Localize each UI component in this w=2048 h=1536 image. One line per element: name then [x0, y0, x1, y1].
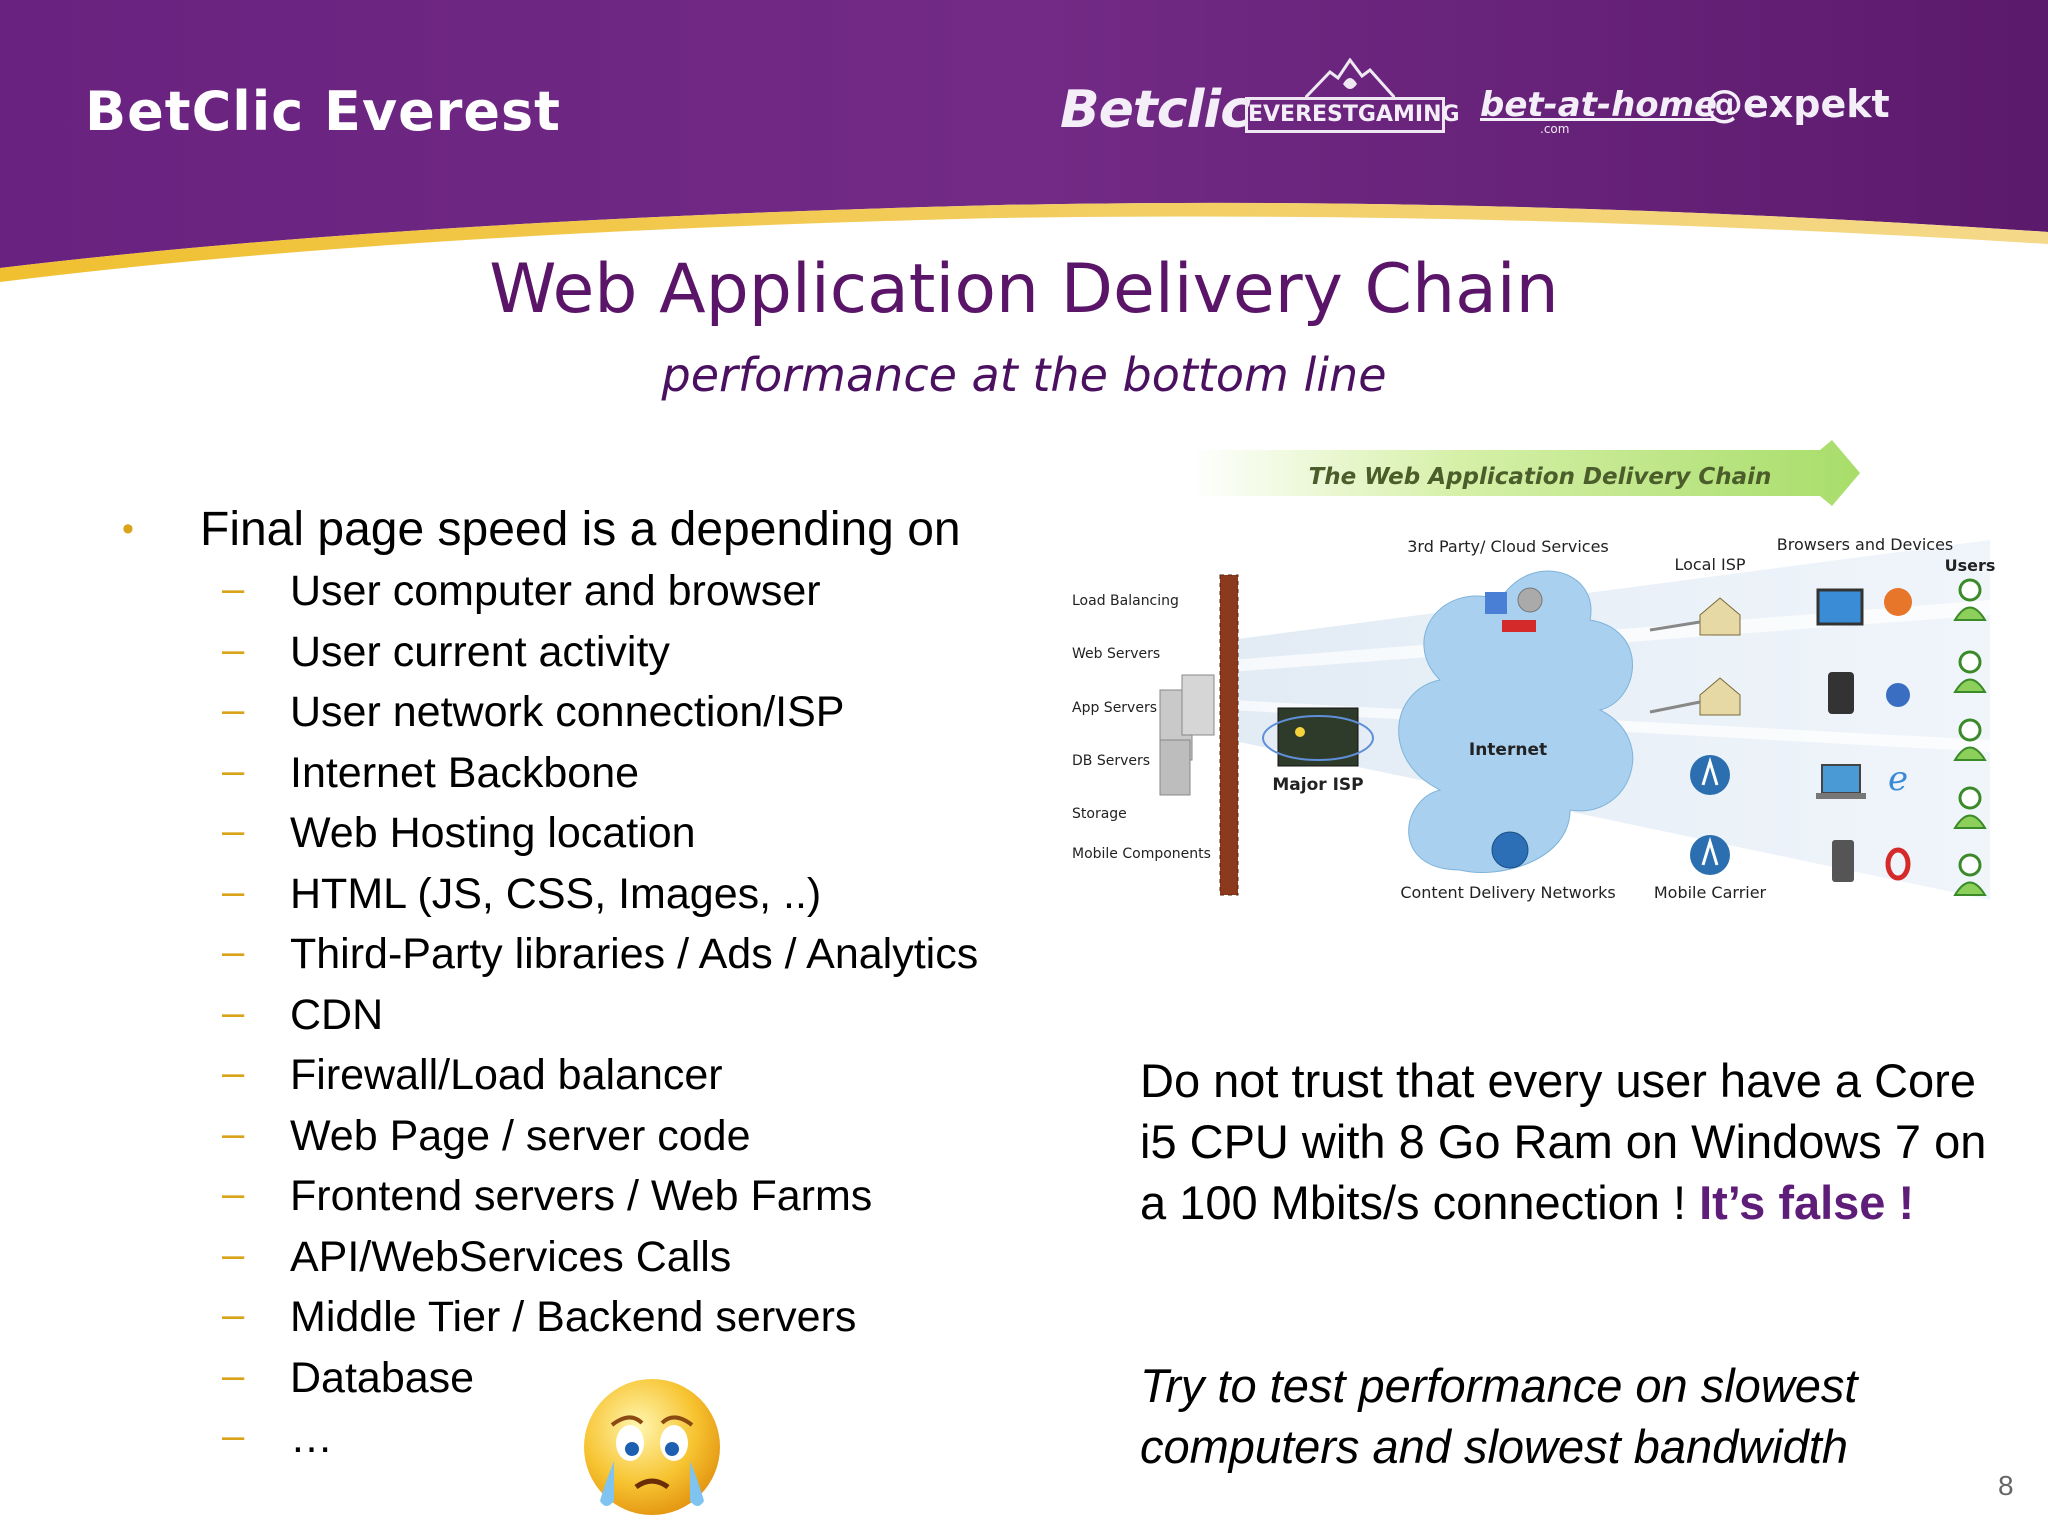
label-mobile-components: Mobile Components: [1072, 846, 1211, 862]
slide-title: Web Application Delivery Chain: [489, 250, 1559, 329]
everest-gaming-logo: EVERESTGAMING: [1245, 97, 1460, 133]
delivery-chain-diagram: The Web Application Delivery Chain Load …: [1072, 440, 1996, 902]
header-banner: [0, 0, 2048, 282]
dash-icon: –: [222, 567, 245, 611]
label-app-servers: App Servers: [1072, 700, 1157, 716]
dash-icon: –: [222, 1111, 245, 1156]
sub-bullet-text: Web Page / server code: [290, 1111, 751, 1160]
sub-bullet-text: …: [290, 1414, 333, 1462]
slide-subtitle: performance at the bottom line: [661, 348, 1387, 402]
sub-bullet-text: CDN: [290, 990, 384, 1039]
users-label: Users: [1945, 556, 1996, 575]
dash-icon: –: [222, 1051, 245, 1095]
label-load-balancing: Load Balancing: [1072, 593, 1179, 609]
page-number: 8: [1998, 1470, 2014, 1501]
opera-icon: [1885, 847, 1911, 881]
cell-tower-icon: [1690, 835, 1730, 875]
server-rack-icon: [1159, 674, 1215, 796]
sub-bullet-text: User current activity: [290, 627, 670, 676]
laptop-icon: [1816, 764, 1866, 799]
dash-icon: –: [222, 688, 245, 732]
user-icon: [1953, 853, 1987, 896]
betclic-logo: Betclic: [1060, 80, 1251, 140]
sub-bullet-text: HTML (JS, CSS, Images, ..): [290, 869, 822, 918]
internet-cloud-icon: [1398, 570, 1634, 873]
bullet-dot-icon: •: [122, 510, 134, 548]
mobile-carrier-label: Mobile Carrier: [1654, 883, 1767, 902]
dash-icon: –: [222, 627, 245, 672]
dash-icon: –: [222, 1353, 245, 1398]
sub-bullet-text: API/WebServices Calls: [290, 1232, 732, 1281]
bet-at-home-logo-sub: .com: [1540, 122, 1570, 136]
sub-bullet-text: Frontend servers / Web Farms: [290, 1172, 873, 1220]
svg-text:e: e: [1888, 759, 1908, 799]
house-icon: [1649, 597, 1741, 636]
sub-bullet-text: User network connection/ISP: [290, 688, 845, 736]
crying-emoji-icon: [584, 1379, 720, 1515]
advice-note: Try to test performance on slowest compu…: [1140, 1359, 1858, 1473]
ie-icon: e: [1888, 759, 1908, 799]
user-icon: [1953, 578, 1987, 621]
dash-icon: –: [222, 809, 245, 853]
dash-icon: –: [222, 1293, 245, 1337]
expekt-swirl-icon: @: [1705, 82, 1743, 126]
dash-icon: –: [222, 990, 245, 1035]
user-icon: [1953, 718, 1987, 761]
warning-note: Do not trust that every user have a Core…: [1140, 1050, 2000, 1233]
chain-banner-label: The Web Application Delivery Chain: [1309, 464, 1772, 490]
third-party-label: 3rd Party/ Cloud Services: [1407, 537, 1609, 556]
chain-banner-arrow: [1190, 440, 1860, 506]
sub-bullet-text: Firewall/Load balancer: [290, 1051, 723, 1099]
cloud-services-icon: [1485, 587, 1543, 632]
monitor-icon: [1816, 588, 1864, 626]
expekt-logo: @expekt: [1705, 82, 1890, 126]
sub-bullet-text: Third-Party libraries / Ads / Analytics: [290, 930, 979, 978]
main-bullet: Final page speed is a depending on: [200, 503, 961, 556]
safari-icon: [1886, 683, 1910, 707]
major-isp-icon: [1262, 707, 1374, 767]
cdn-globe-icon: [1491, 831, 1529, 869]
firefox-icon: [1884, 588, 1912, 616]
bet-at-home-logo: bet-at-home: [1480, 85, 1718, 125]
dash-icon: –: [222, 930, 245, 974]
label-storage: Storage: [1072, 806, 1127, 822]
sub-bullet-text: User computer and browser: [290, 567, 821, 615]
everest-mountain-icon: [1305, 58, 1395, 100]
user-icon: [1953, 650, 1987, 693]
sub-bullet-text: Database: [290, 1353, 475, 1402]
dash-icon: –: [222, 1172, 245, 1216]
warning-note-highlight: It’s false !: [1699, 1176, 1915, 1229]
major-isp-label: Major ISP: [1272, 775, 1363, 795]
label-web-servers: Web Servers: [1072, 646, 1160, 662]
expekt-logo-text: expekt: [1743, 82, 1890, 126]
firewall-icon: [1219, 574, 1239, 896]
user-icon: [1953, 786, 1987, 829]
house-icon: [1649, 677, 1741, 716]
cdn-label: Content Delivery Networks: [1400, 883, 1615, 902]
brand-name: BetClic Everest: [85, 80, 561, 143]
dash-icon: –: [222, 1232, 245, 1277]
mobile-phone-icon: [1832, 840, 1854, 882]
phone-icon: [1828, 672, 1854, 714]
sub-bullet-text: Internet Backbone: [290, 748, 640, 797]
warning-note-text: Do not trust that every user have a Core…: [1140, 1054, 1987, 1229]
internet-label: Internet: [1469, 740, 1547, 760]
dash-icon: –: [222, 748, 245, 793]
browsers-devices-label: Browsers and Devices: [1777, 535, 1954, 554]
cell-tower-icon: [1690, 755, 1730, 795]
dash-icon: –: [222, 869, 245, 914]
sub-bullet-text: Web Hosting location: [290, 809, 696, 857]
dash-icon: –: [222, 1414, 245, 1458]
local-isp-label: Local ISP: [1674, 555, 1745, 574]
label-db-servers: DB Servers: [1072, 753, 1150, 769]
sub-bullet-text: Middle Tier / Backend servers: [290, 1293, 857, 1341]
